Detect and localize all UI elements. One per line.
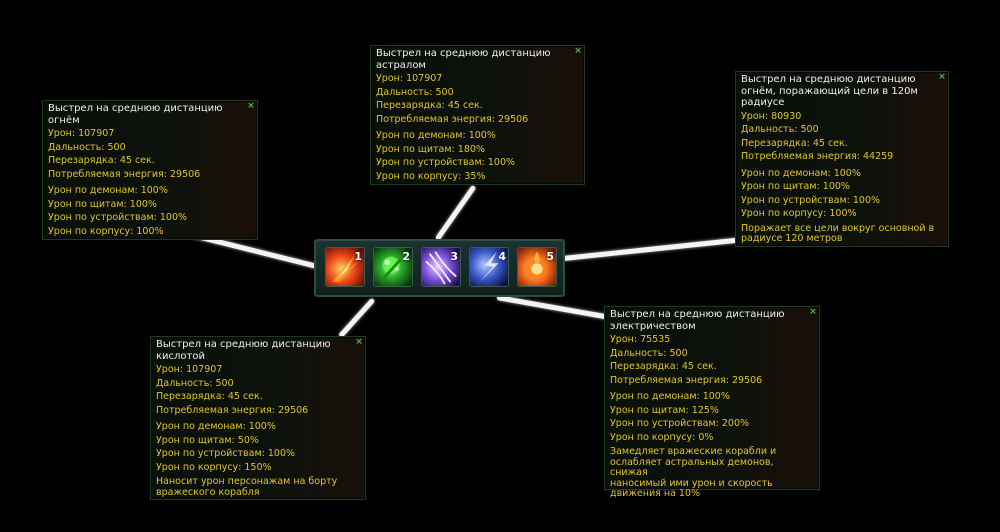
- range-stat: Дальность: 500: [376, 86, 454, 98]
- close-icon[interactable]: ×: [938, 72, 946, 82]
- ability-description: наносимый ими урон и скорость: [610, 477, 773, 489]
- device-damage-stat: Урон по устройствам: 200%: [610, 418, 750, 429]
- ability-description: радиусе 120 метров: [741, 233, 843, 244]
- ability-description: движения на 10%: [610, 488, 701, 499]
- slot-key: 2: [402, 250, 410, 263]
- tooltip-title: Выстрел на среднюю дистанцию: [156, 339, 331, 350]
- device-damage-stat: Урон по устройствам: 100%: [741, 194, 881, 206]
- demon-damage-stat: Урон по демонам: 100%: [610, 391, 730, 402]
- ability-description: Замедляет вражеские корабли и: [610, 446, 777, 457]
- cooldown-stat: Перезарядка: 45 сек.: [741, 137, 848, 149]
- energy-stat: Потребляемая энергия: 29506: [610, 374, 763, 386]
- demon-damage-stat: Урон по демонам: 100%: [156, 421, 276, 432]
- hull-damage-stat: Урон по корпусу: 35%: [376, 170, 486, 182]
- shield-damage-stat: Урон по щитам: 180%: [376, 143, 485, 155]
- cooldown-stat: Перезарядка: 45 сек.: [48, 155, 155, 166]
- device-damage-stat: Урон по устройствам: 100%: [48, 212, 188, 223]
- tooltip-title: огнём: [48, 114, 80, 126]
- connector-electric: [496, 295, 610, 320]
- tooltip-title: Выстрел на среднюю дистанцию: [376, 48, 551, 59]
- tooltip-title: огнём, поражающий цели в 120м: [741, 85, 918, 97]
- shield-damage-stat: Урон по щитам: 50%: [156, 434, 259, 446]
- range-stat: Дальность: 500: [610, 347, 688, 359]
- fire-burst-icon: [526, 251, 548, 280]
- energy-stat: Потребляемая энергия: 29506: [376, 113, 529, 125]
- slot-key: 1: [354, 250, 362, 263]
- energy-stat: Потребляемая энергия: 29506: [48, 168, 201, 180]
- tooltip-title: радиусе: [741, 97, 785, 108]
- tooltip-title: электричеством: [610, 320, 696, 332]
- close-icon[interactable]: ×: [809, 307, 817, 317]
- ability-slot-2[interactable]: 2: [373, 247, 413, 287]
- energy-stat: Потребляемая энергия: 29506: [156, 404, 309, 416]
- ability-hotbar: 1 2 3 4 5: [314, 239, 565, 297]
- slot-key: 4: [498, 250, 506, 263]
- shield-damage-stat: Урон по щитам: 125%: [610, 404, 719, 416]
- demon-damage-stat: Урон по демонам: 100%: [48, 185, 168, 196]
- hull-damage-stat: Урон по корпусу: 0%: [610, 431, 714, 443]
- shield-damage-stat: Урон по щитам: 100%: [48, 198, 157, 210]
- tooltip-title: кислотой: [156, 350, 205, 362]
- ability-slot-5[interactable]: 5: [517, 247, 557, 287]
- ability-description: ослабляет астральных демонов, снижая: [610, 456, 774, 478]
- energy-stat: Потребляемая энергия: 44259: [741, 151, 894, 162]
- tooltip-acid-shot: × Выстрел на среднюю дистанцию кислотой …: [150, 336, 366, 500]
- close-icon[interactable]: ×: [574, 46, 582, 56]
- hull-damage-stat: Урон по корпусу: 150%: [156, 461, 272, 473]
- tooltip-title: Выстрел на среднюю дистанцию: [610, 309, 785, 320]
- damage-stat: Урон: 107907: [156, 364, 223, 375]
- tooltip-title: Выстрел на среднюю дистанцию: [741, 74, 916, 85]
- hull-damage-stat: Урон по корпусу: 100%: [741, 208, 857, 219]
- tooltip-electric-shot: × Выстрел на среднюю дистанцию электриче…: [604, 306, 820, 499]
- device-damage-stat: Урон по устройствам: 100%: [376, 157, 516, 168]
- range-stat: Дальность: 500: [48, 141, 126, 153]
- range-stat: Дальность: 500: [741, 124, 819, 135]
- connector-acid: [338, 297, 376, 339]
- close-icon[interactable]: ×: [247, 101, 255, 111]
- ability-description: Наносит урон персонажам на борту: [156, 476, 338, 487]
- hull-damage-stat: Урон по корпусу: 100%: [48, 225, 164, 237]
- damage-stat: Урон: 107907: [376, 73, 443, 84]
- slot-key: 5: [546, 250, 554, 263]
- range-stat: Дальность: 500: [156, 377, 234, 389]
- demon-damage-stat: Урон по демонам: 100%: [376, 130, 496, 141]
- shield-damage-stat: Урон по щитам: 100%: [741, 181, 850, 192]
- tooltip-astral-shot: × Выстрел на среднюю дистанцию астралом …: [370, 45, 585, 185]
- tooltip-title: астралом: [376, 59, 426, 71]
- connector-astral: [434, 184, 477, 241]
- close-icon[interactable]: ×: [355, 337, 363, 347]
- fire-shot-icon: [331, 255, 359, 283]
- tooltip-fire-shot: × Выстрел на среднюю дистанцию огнём Уро…: [42, 100, 258, 240]
- device-damage-stat: Урон по устройствам: 100%: [156, 448, 296, 459]
- connector-fire-area: [562, 237, 739, 261]
- ability-description: вражеского корабля: [156, 486, 260, 498]
- astral-shot-icon: [425, 251, 457, 285]
- damage-stat: Урон: 75535: [610, 334, 671, 345]
- cooldown-stat: Перезарядка: 45 сек.: [610, 361, 717, 372]
- demon-damage-stat: Урон по демонам: 100%: [741, 167, 861, 179]
- ability-slot-4[interactable]: 4: [469, 247, 509, 287]
- tooltip-title: Выстрел на среднюю дистанцию: [48, 103, 223, 114]
- ability-description: Поражает все цели вокруг основной в: [741, 222, 935, 234]
- slot-key: 3: [450, 250, 458, 263]
- damage-stat: Урон: 107907: [48, 128, 115, 139]
- cooldown-stat: Перезарядка: 45 сек.: [156, 391, 263, 402]
- cooldown-stat: Перезарядка: 45 сек.: [376, 100, 483, 111]
- damage-stat: Урон: 80930: [741, 110, 802, 122]
- acid-shot-icon: [382, 256, 402, 280]
- ability-slot-3[interactable]: 3: [421, 247, 461, 287]
- tooltip-fire-area-shot: × Выстрел на среднюю дистанцию огнём, по…: [735, 71, 949, 247]
- ability-slot-1[interactable]: 1: [325, 247, 365, 287]
